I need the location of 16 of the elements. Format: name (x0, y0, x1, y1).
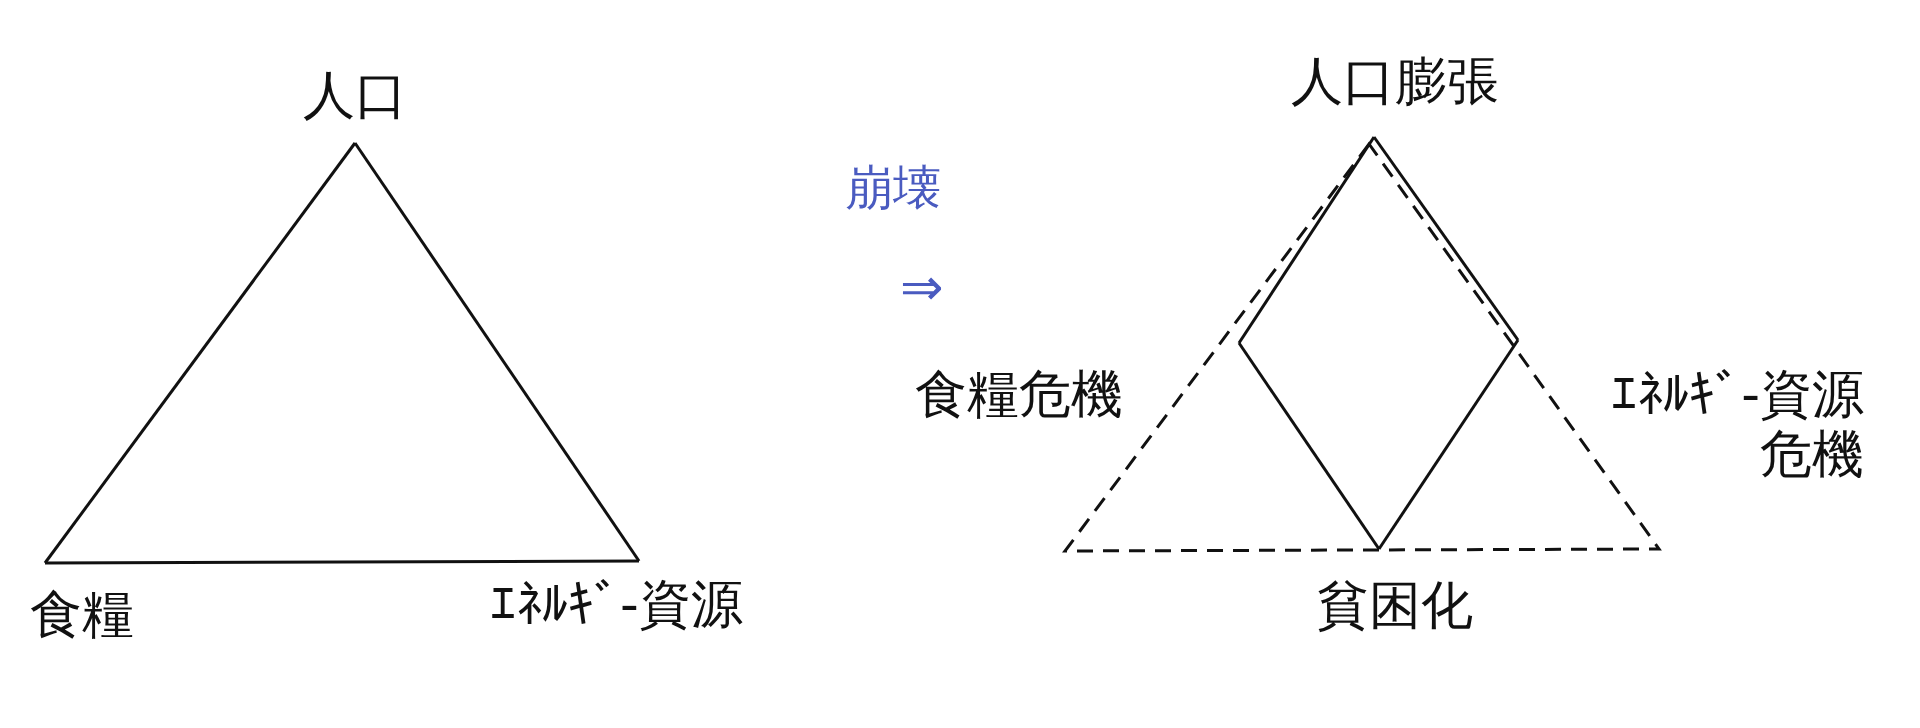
vertex-label: ｴﾈﾙｷﾞ-資源 (490, 575, 850, 635)
vertex-label: ｴﾈﾙｷﾞ-資源危機 (1592, 365, 1864, 485)
triangle-side (1237, 342, 1381, 550)
vertex-label: 食糧危機 (915, 365, 1135, 425)
vertex-label: 貧困化 (1305, 576, 1485, 636)
vertex-label: 人口 (300, 66, 410, 126)
vertex-label: 食糧 (30, 585, 150, 645)
transition-label: 崩壊 (845, 160, 941, 216)
triangle-side (1377, 339, 1520, 550)
triangle-side (45, 559, 639, 565)
implies-arrow: ⇒ (900, 258, 944, 318)
vertex-label: 人口膨張 (1255, 52, 1535, 112)
triangle-side (353, 142, 641, 562)
triangle-side (1237, 136, 1376, 344)
triangle-side (43, 142, 357, 564)
triangle-side (1372, 136, 1520, 341)
